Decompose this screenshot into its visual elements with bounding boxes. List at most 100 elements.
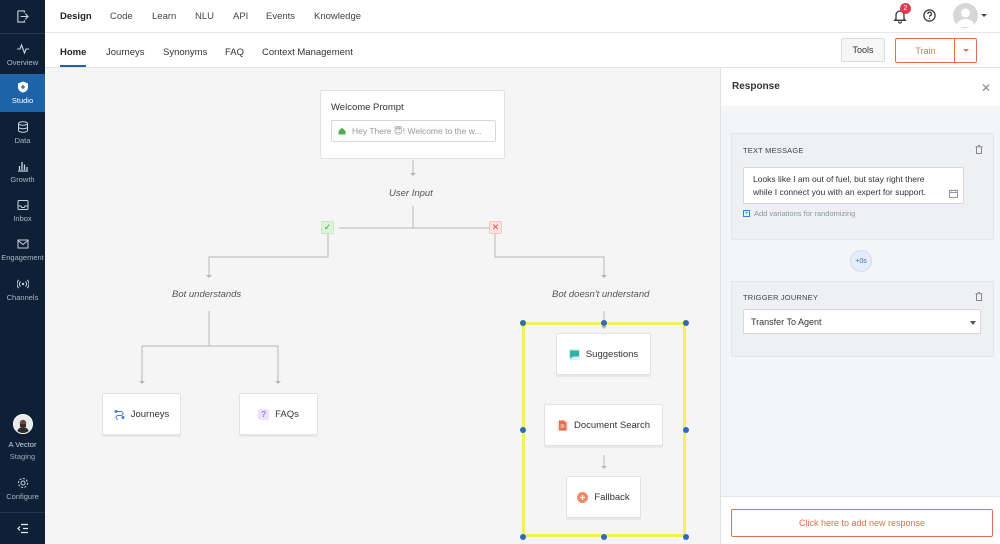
logout-button[interactable] — [0, 0, 45, 34]
sidebar-item-overview[interactable]: Overview — [0, 36, 45, 74]
trash-icon[interactable] — [975, 292, 983, 301]
inbox-icon — [17, 200, 28, 210]
bot-understands-label: Bot understands — [172, 289, 242, 300]
trigger-journey-select[interactable]: Transfer To Agent — [743, 309, 981, 334]
trash-icon[interactable] — [975, 145, 983, 154]
tools-button[interactable]: Tools — [841, 38, 885, 62]
sidebar-item-label: Configure — [6, 492, 39, 501]
close-icon[interactable]: ✕ — [981, 81, 992, 95]
resize-handle[interactable] — [520, 534, 526, 540]
help-icon[interactable] — [923, 9, 936, 22]
add-new-response-button[interactable]: Click here to add new response — [731, 509, 993, 537]
journeys-node-label: Journeys — [130, 408, 170, 420]
nav-events[interactable]: Events — [266, 11, 296, 22]
text-message-header: TEXT MESSAGE — [743, 146, 804, 155]
sidebar-item-growth[interactable]: Growth — [0, 153, 45, 191]
document-search-node-label: Document Search — [573, 419, 651, 431]
train-button[interactable]: Train — [895, 38, 955, 63]
resize-handle[interactable] — [601, 534, 607, 540]
activity-icon — [16, 43, 29, 55]
chevron-down-icon[interactable] — [981, 14, 987, 17]
flow-connectors — [139, 160, 607, 469]
faqs-node-label: FAQs — [275, 408, 299, 420]
delay-badge[interactable]: +0s — [850, 250, 872, 272]
response-panel: Response ✕ TEXT MESSAGE Looks like I am … — [720, 68, 1000, 544]
shield-icon — [17, 81, 28, 93]
journeys-node[interactable]: Journeys — [102, 393, 181, 435]
resize-handle[interactable] — [683, 534, 689, 540]
bar-chart-icon — [17, 162, 28, 172]
trigger-journey-card: TRIGGER JOURNEY Transfer To Agent — [731, 281, 994, 357]
user-environment: Staging — [9, 452, 36, 461]
sidebar-item-label: Inbox — [13, 214, 32, 223]
response-panel-header: Response ✕ — [721, 68, 1000, 106]
sidebar-item-label: Channels — [6, 293, 39, 302]
broadcast-icon — [16, 279, 29, 289]
nav-api[interactable]: API — [233, 11, 249, 22]
resize-handle[interactable] — [520, 320, 526, 326]
chat-bubble-icon — [568, 348, 580, 360]
welcome-prompt-node[interactable]: Welcome Prompt Hey There 😇! Welcome to t… — [320, 90, 505, 159]
fallback-node-label: Fallback — [594, 491, 630, 503]
faqs-node[interactable]: ? FAQs — [239, 393, 318, 435]
nav-nlu[interactable]: NLU — [195, 11, 215, 22]
response-panel-footer: Click here to add new response — [721, 496, 1000, 544]
add-variations-link[interactable]: + Add variations for randomizing — [743, 209, 856, 218]
tab-journeys[interactable]: Journeys — [106, 47, 145, 58]
sidebar-item-label: Overview — [6, 58, 39, 67]
flow-canvas[interactable]: Welcome Prompt Hey There 😇! Welcome to t… — [45, 68, 720, 544]
document-icon — [556, 419, 568, 431]
active-tab-indicator — [60, 65, 86, 67]
sidebar-item-inbox[interactable]: Inbox — [0, 192, 45, 230]
plus-icon: + — [743, 210, 750, 217]
question-icon: ? — [258, 408, 270, 420]
nav-code[interactable]: Code — [110, 11, 133, 22]
user-profile[interactable]: A Vector Staging — [0, 414, 45, 461]
resize-handle[interactable] — [601, 320, 607, 326]
text-message-input[interactable]: Looks like I am out of fuel, but stay ri… — [743, 167, 964, 204]
sidebar-item-studio[interactable]: Studio — [0, 74, 45, 112]
sidebar-item-data[interactable]: Data — [0, 114, 45, 152]
tab-context-management[interactable]: Context Management — [262, 47, 353, 58]
check-icon[interactable]: ✓ — [321, 221, 334, 234]
tab-synonyms[interactable]: Synonyms — [163, 47, 208, 58]
bot-not-understand-label: Bot doesn't understand — [552, 289, 650, 300]
sidebar-item-label: Data — [14, 136, 31, 145]
tab-home[interactable]: Home — [60, 47, 87, 58]
notification-badge: 2 — [900, 3, 911, 14]
journey-flow-icon — [114, 409, 125, 420]
collapse-sidebar-button[interactable] — [0, 512, 45, 544]
suggestions-node-label: Suggestions — [585, 348, 639, 360]
resize-handle[interactable] — [520, 427, 526, 433]
sidebar: Overview Studio Data Growth Inbox Engage… — [0, 0, 45, 544]
resize-handle[interactable] — [683, 320, 689, 326]
close-icon[interactable]: ✕ — [489, 221, 502, 234]
fallback-node[interactable]: Fallback — [566, 476, 641, 518]
sidebar-item-label: Studio — [11, 96, 34, 105]
text-message-card: TEXT MESSAGE Looks like I am out of fuel… — [731, 133, 994, 240]
nav-design[interactable]: Design — [60, 11, 92, 22]
home-icon — [338, 127, 346, 135]
gear-icon — [17, 478, 28, 488]
calendar-icon[interactable] — [949, 189, 958, 198]
nav-learn[interactable]: Learn — [152, 11, 177, 22]
tab-faq[interactable]: FAQ — [225, 47, 245, 58]
fallback-icon — [577, 491, 589, 503]
database-icon — [17, 121, 28, 133]
document-search-node[interactable]: Document Search — [544, 404, 663, 446]
sidebar-item-configure[interactable]: Configure — [0, 470, 45, 508]
user-input-label: User Input — [389, 188, 433, 199]
top-navigation: Design Code Learn NLU API Events Knowled… — [45, 0, 1000, 33]
sidebar-item-engagement[interactable]: Engagement — [0, 231, 45, 269]
nav-knowledge[interactable]: Knowledge — [314, 11, 362, 22]
user-name: A Vector — [8, 440, 37, 449]
user-menu-avatar[interactable] — [953, 3, 978, 28]
sub-navigation: Home Journeys Synonyms FAQ Context Manag… — [45, 33, 1000, 68]
train-options-button[interactable] — [954, 38, 977, 63]
collapse-menu-icon — [16, 523, 28, 534]
sidebar-item-label: Engagement — [1, 253, 44, 262]
sidebar-item-channels[interactable]: Channels — [0, 271, 45, 309]
resize-handle[interactable] — [683, 427, 689, 433]
suggestions-node[interactable]: Suggestions — [556, 333, 651, 375]
mail-icon — [17, 239, 28, 249]
